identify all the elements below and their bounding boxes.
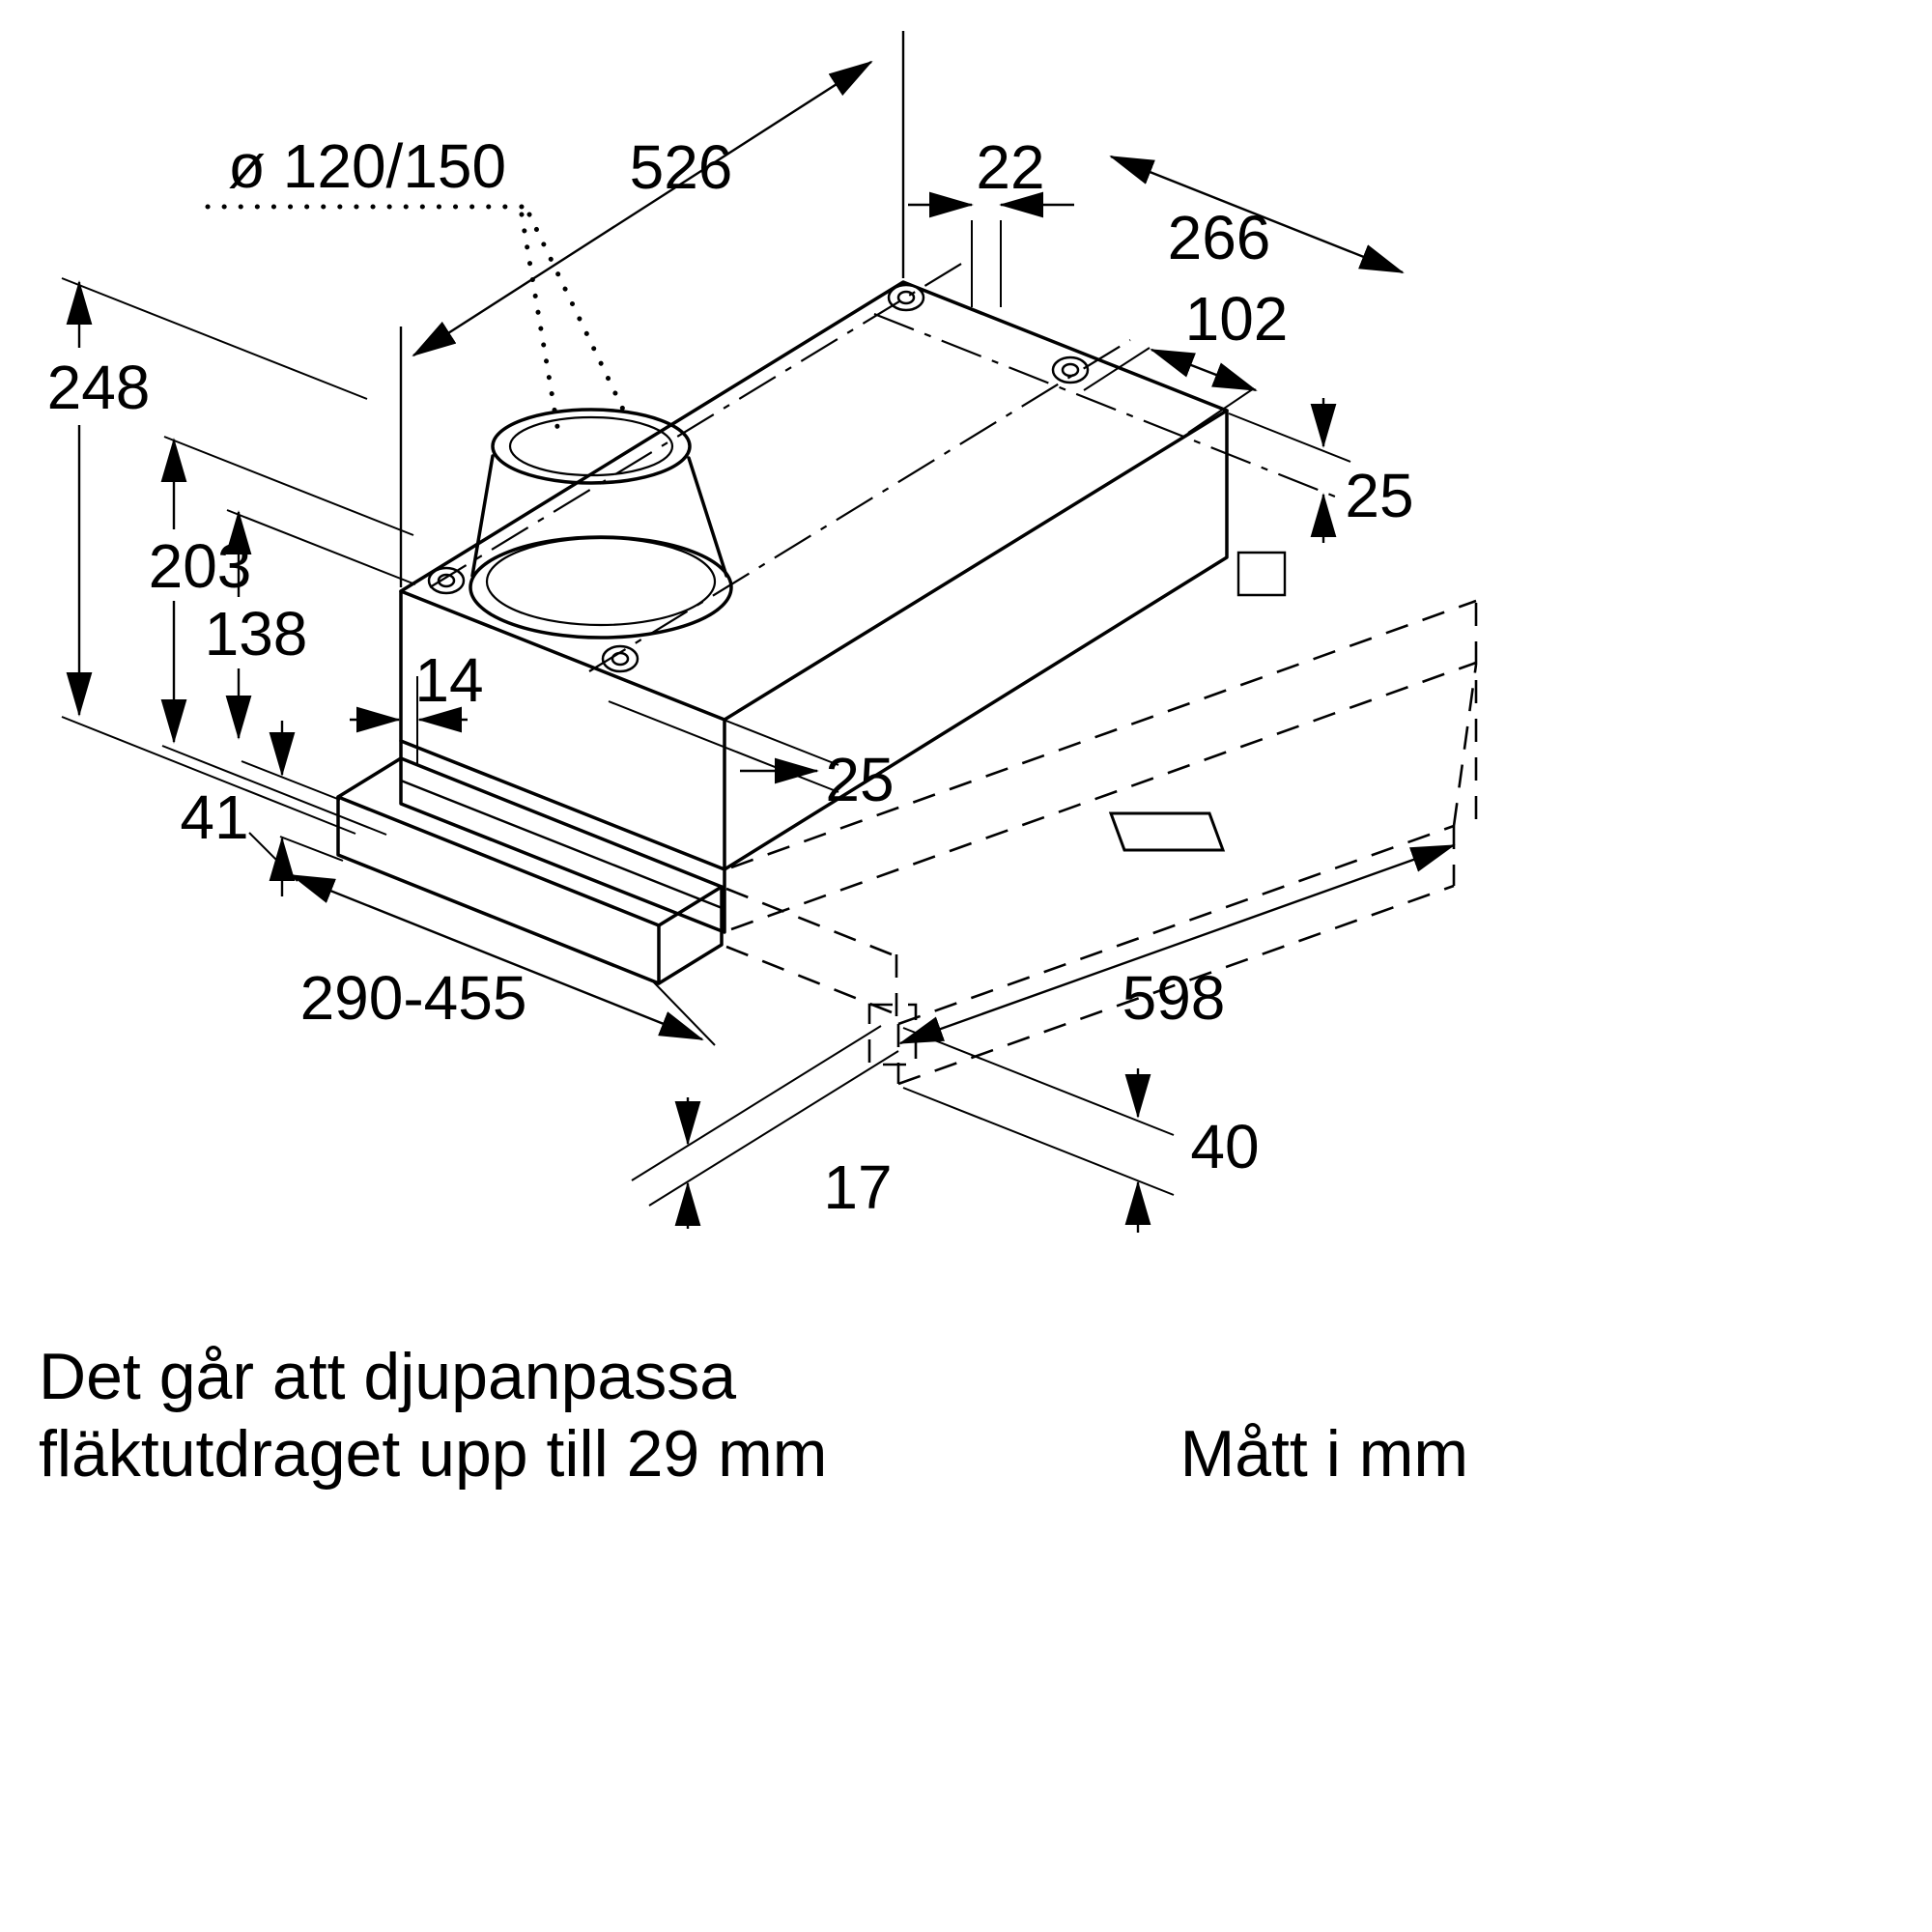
dim-label-hole-spacing: 102 — [1185, 284, 1289, 354]
dimension-lines — [61, 31, 1456, 1233]
drawer-switch — [1108, 811, 1226, 852]
dim-label-strip-height: 41 — [180, 782, 248, 852]
dim-label-depth-slide: 526 — [630, 132, 733, 202]
units-note: Mått i mm — [1180, 1417, 1468, 1491]
dim-label-height-body: 203 — [149, 531, 252, 601]
duct-diameter-leader — [205, 204, 629, 430]
dimension-labels: ø 120/150 526 22 266 102 248 203 138 25 … — [47, 131, 1414, 1222]
notes: Det går att djupanpassa fläktutdraget up… — [39, 1340, 1468, 1491]
note-line-2: fläktutdraget upp till 29 mm — [39, 1417, 827, 1491]
screw-holes — [427, 283, 1090, 673]
centerlines — [429, 260, 1336, 672]
dim-label-front-width: 598 — [1122, 963, 1226, 1033]
dim-label-panel-height: 40 — [1190, 1112, 1259, 1181]
dim-label-width-range: 290-455 — [300, 963, 527, 1033]
dim-label-lip-offset: 17 — [823, 1152, 892, 1222]
dim-label-height-total: 248 — [47, 353, 151, 422]
dim-label-side-offset: 25 — [1345, 461, 1413, 530]
pullout-drawer-dashed — [725, 599, 1478, 1086]
duct-collar — [469, 408, 733, 639]
dim-label-depth-mount: 266 — [1168, 203, 1271, 272]
dim-label-duct-diameter: ø 120/150 — [228, 131, 506, 201]
screw-hole — [887, 283, 925, 312]
dim-label-offset-back: 22 — [976, 132, 1044, 202]
screw-hole — [1051, 355, 1090, 384]
note-line-1: Det går att djupanpassa — [39, 1340, 736, 1413]
hood-body — [336, 280, 1287, 985]
screw-hole — [427, 566, 466, 595]
screw-hole — [601, 644, 639, 673]
dim-label-height-inner: 138 — [205, 599, 308, 668]
dim-label-front-gap: 14 — [414, 645, 483, 715]
dim-label-filter-offset: 25 — [825, 745, 894, 814]
